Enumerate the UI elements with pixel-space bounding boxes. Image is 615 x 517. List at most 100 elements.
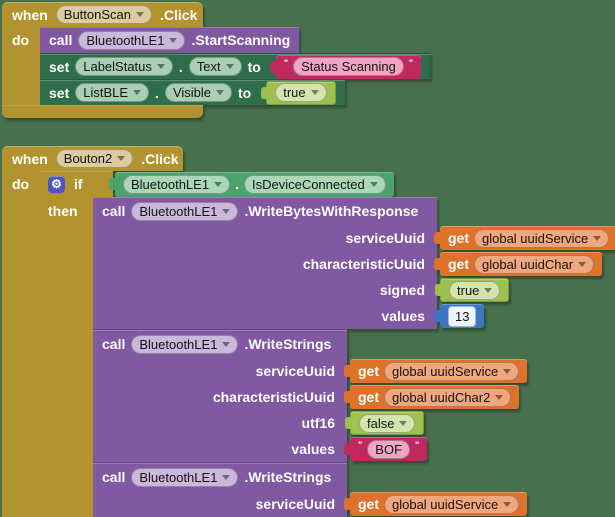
do-label: do (12, 176, 30, 192)
call-label: call (102, 203, 126, 219)
get-label: get (448, 230, 469, 246)
logic-false-block[interactable]: false (350, 411, 425, 435)
call-writestrings-block-1[interactable]: call BluetoothLE1 .WriteStrings serviceU… (93, 329, 528, 462)
param-label: serviceUuid (345, 230, 425, 246)
isdeviceconnected-condition-block[interactable]: BluetoothLE1 . IsDeviceConnected (115, 171, 394, 197)
property-dropdown[interactable]: IsDeviceConnected (243, 174, 386, 194)
component-name: LabelStatus (83, 59, 152, 74)
dropdown-arrow-icon (169, 37, 178, 43)
event-block-footer (2, 105, 203, 118)
if-control-block[interactable]: ⚙ if BluetoothLE1 . IsDeviceConnected (40, 171, 394, 197)
param-serviceuuid: serviceUuid get global uuidService (93, 225, 615, 251)
param-values: values 13 (93, 303, 485, 329)
variable-dropdown[interactable]: global uuidService (474, 228, 610, 248)
param-characteristicuuid: characteristicUuid get global uuidChar (93, 251, 603, 277)
logic-value: true (457, 282, 480, 298)
logic-true-block[interactable]: true (266, 80, 336, 105)
get-global-uuidchar2-block[interactable]: get global uuidChar2 (350, 385, 520, 409)
when-label: when (12, 150, 48, 167)
property-name: Text (196, 59, 221, 74)
dropdown-arrow-icon (133, 90, 142, 95)
get-global-uuidservice-block[interactable]: get global uuidService (350, 492, 528, 516)
variable-dropdown[interactable]: global uuidService (384, 494, 520, 514)
text-string-block[interactable]: " BOF " (350, 437, 428, 461)
component-dropdown[interactable]: LabelStatus (75, 57, 173, 76)
close-quote: " (408, 57, 414, 68)
dropdown-arrow-icon (222, 341, 231, 347)
set-label: set (49, 58, 70, 75)
number-block[interactable]: 13 (440, 304, 485, 328)
param-serviceuuid: serviceUuid get global uuidService (93, 491, 528, 517)
component-dropdown[interactable]: Bouton2 (55, 149, 134, 168)
get-global-uuidservice-block[interactable]: get global uuidService (440, 226, 615, 250)
dropdown-arrow-icon (117, 156, 126, 161)
variable-dropdown[interactable]: global uuidChar2 (384, 387, 512, 407)
component-dropdown[interactable]: BluetoothLE1 (78, 30, 186, 50)
dropdown-arrow-icon (216, 90, 224, 95)
dropdown-arrow-icon (136, 12, 144, 17)
call-startscanning-block[interactable]: call BluetoothLE1 .StartScanning (40, 27, 300, 53)
logic-value: true (283, 85, 306, 100)
dropdown-arrow-icon (593, 235, 602, 241)
dot-label: . (235, 176, 239, 192)
param-characteristicuuid: characteristicUuid get global uuidChar2 (93, 384, 520, 410)
when-buttonscan-click-block[interactable]: when ButtonScan .Click do call Bluetooth… (2, 2, 431, 118)
do-label: do (12, 32, 30, 48)
text-string-block[interactable]: " Status Scanning " (275, 54, 422, 79)
param-serviceuuid: serviceUuid get global uuidService (93, 358, 528, 384)
property-name: IsDeviceConnected (251, 176, 365, 192)
close-quote: " (415, 440, 420, 450)
logic-dropdown[interactable]: true (275, 83, 327, 102)
param-label: characteristicUuid (212, 389, 335, 405)
dropdown-arrow-icon (156, 64, 165, 69)
text-value-field[interactable]: Status Scanning (293, 57, 404, 76)
get-label: get (358, 363, 379, 379)
component-dropdown[interactable]: BluetoothLE1 (123, 174, 231, 194)
param-label: serviceUuid (255, 363, 335, 379)
number-value-field[interactable]: 13 (448, 305, 477, 327)
variable-dropdown[interactable]: global uuidService (384, 361, 520, 381)
number-value: 13 (455, 308, 470, 324)
component-name: ButtonScan (63, 7, 131, 22)
component-dropdown[interactable]: BluetoothLE1 (131, 467, 239, 487)
component-name: BluetoothLE1 (86, 32, 165, 48)
logic-true-block[interactable]: true (440, 278, 510, 302)
call-label: call (102, 469, 126, 485)
call-writebyteswithresponse-block[interactable]: call BluetoothLE1 .WriteBytesWithRespons… (93, 197, 615, 329)
variable-name: global uuidService (392, 496, 499, 512)
set-listble-visible-block[interactable]: set ListBLE . Visible to true (40, 79, 345, 105)
component-dropdown[interactable]: BluetoothLE1 (131, 201, 239, 221)
component-dropdown[interactable]: ButtonScan (55, 5, 152, 24)
component-name: ListBLE (83, 85, 129, 100)
open-quote: " (358, 440, 363, 450)
param-label: values (381, 308, 425, 324)
property-dropdown[interactable]: Text (188, 57, 242, 76)
variable-name: global uuidChar2 (392, 389, 491, 405)
param-signed: signed true (93, 277, 510, 303)
get-global-uuidchar-block[interactable]: get global uuidChar (440, 252, 603, 276)
when-bouton2-click-block[interactable]: when Bouton2 .Click do ⚙ if (2, 146, 615, 517)
property-dropdown[interactable]: Visible (164, 83, 232, 102)
component-name: BluetoothLE1 (139, 336, 218, 352)
component-dropdown[interactable]: ListBLE (75, 83, 150, 102)
text-value-field[interactable]: BOF (367, 439, 411, 459)
param-label: values (291, 441, 335, 457)
get-global-uuidservice-block[interactable]: get global uuidService (350, 359, 528, 383)
call-writestrings-block-2[interactable]: call BluetoothLE1 .WriteStrings serviceU… (93, 462, 528, 517)
mutator-gear-icon[interactable]: ⚙ (48, 175, 65, 193)
component-name: BluetoothLE1 (139, 203, 218, 219)
event-block-header[interactable]: when ButtonScan .Click (2, 2, 203, 27)
do-slot: do (2, 27, 40, 105)
param-label: utf16 (301, 415, 335, 431)
component-dropdown[interactable]: BluetoothLE1 (131, 334, 239, 354)
event-block-header[interactable]: when Bouton2 .Click (2, 146, 183, 171)
set-labelstatus-text-block[interactable]: set LabelStatus . Text to " Status S (40, 53, 431, 79)
dropdown-arrow-icon (484, 287, 493, 293)
variable-dropdown[interactable]: global uuidChar (474, 254, 595, 274)
then-label: then (48, 203, 78, 219)
logic-dropdown[interactable]: true (449, 280, 501, 300)
dropdown-arrow-icon (214, 181, 223, 187)
logic-dropdown[interactable]: false (359, 413, 416, 433)
param-values: values " BOF " (93, 436, 428, 462)
if-block-head[interactable]: ⚙ if (40, 171, 113, 197)
